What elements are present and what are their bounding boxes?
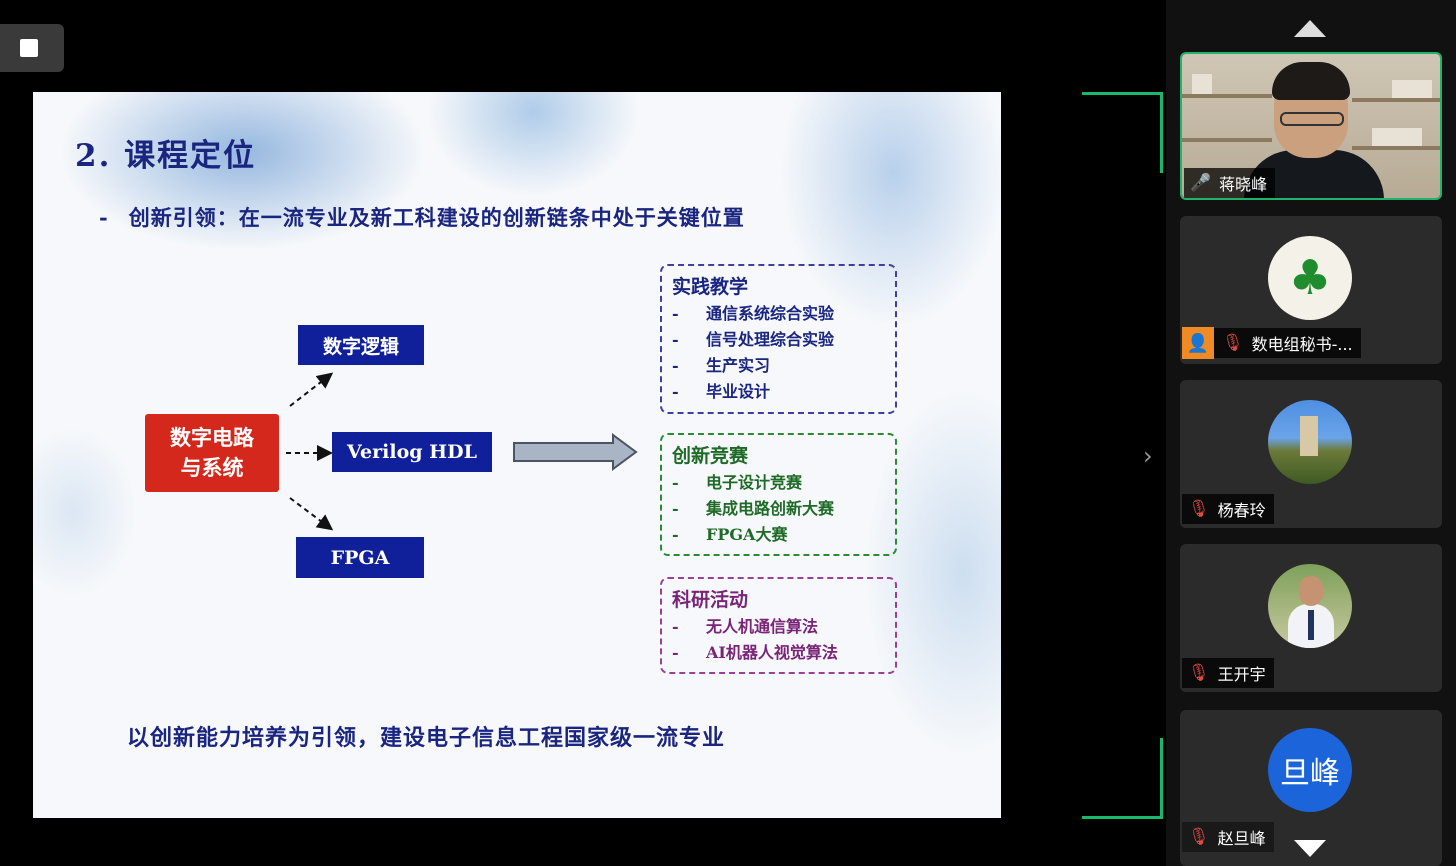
expand-chevron-icon[interactable]: › <box>1143 442 1153 470</box>
center-box: 数字电路 与系统 <box>145 414 279 492</box>
group-competition: 创新竞赛 -电子设计竞赛 -集成电路创新大赛 -FPGA大赛 <box>660 433 897 556</box>
diagram-arrows <box>286 372 638 531</box>
scroll-up-icon[interactable] <box>1294 20 1326 37</box>
group-title: 创新竞赛 <box>672 445 749 467</box>
participant-nametag: 🎙 赵旦峰 <box>1182 822 1274 852</box>
arrow-to-logic <box>289 372 334 407</box>
avatar <box>1268 400 1352 484</box>
participant-tile[interactable]: ♣ 👤 🎙 数电组秘书-... <box>1180 216 1442 364</box>
group-item: -集成电路创新大赛 <box>672 499 835 518</box>
stop-icon <box>20 39 38 57</box>
mic-icon: 🎤 <box>1190 173 1212 193</box>
box-verilog: Verilog HDL <box>332 432 492 472</box>
mic-muted-icon: 🎙 <box>1188 499 1210 519</box>
participant-nametag: 👤 🎙 数电组秘书-... <box>1182 327 1361 359</box>
group-title: 科研活动 <box>672 589 749 611</box>
group-item: -信号处理综合实验 <box>672 330 835 349</box>
participant-name: 王开宇 <box>1217 665 1266 684</box>
avatar: 旦峰 <box>1268 728 1352 812</box>
participant-tile[interactable]: 🎙 王开宇 <box>1180 544 1442 692</box>
avatar <box>1268 564 1352 648</box>
stop-share-button[interactable] <box>0 24 64 72</box>
participant-name: 蒋晓峰 <box>1219 175 1268 194</box>
mic-muted-icon: 🎙 <box>1188 827 1210 847</box>
user-icon: 👤 <box>1182 327 1214 359</box>
bullet-text: 创新引领：在一流专业及新工科建设的创新链条中处于关键位置 <box>128 205 745 230</box>
slide-title: 2. 课程定位 <box>75 138 257 174</box>
participant-tile[interactable]: 🎙 杨春玲 <box>1180 380 1442 528</box>
scroll-down-icon[interactable] <box>1294 840 1326 857</box>
box-fpga: FPGA <box>296 537 424 578</box>
mic-muted-icon: 🎙 <box>1222 333 1244 353</box>
participant-nametag: 🎙 杨春玲 <box>1182 494 1274 524</box>
group-item: -电子设计竞赛 <box>672 473 803 492</box>
group-item: -无人机通信算法 <box>672 617 819 636</box>
participant-nametag: 🎙 王开宇 <box>1182 658 1274 688</box>
group-item: -通信系统综合实验 <box>672 304 835 323</box>
group-practice: 实践教学 -通信系统综合实验 -信号处理综合实验 -生产实习 -毕业设计 <box>660 264 897 414</box>
shared-screen: 2. 课程定位 -创新引领：在一流专业及新工科建设的创新链条中处于关键位置 数字… <box>0 24 1163 819</box>
participant-sidebar: 🎤 蒋晓峰 ♣ 👤 🎙 数电组秘书-... 🎙 杨春玲 🎙 <box>1166 0 1456 866</box>
group-item: -生产实习 <box>672 356 771 375</box>
group-research: 科研活动 -无人机通信算法 -AI机器人视觉算法 <box>660 577 897 674</box>
arrow-to-fpga <box>289 497 334 531</box>
focus-bracket-top <box>1082 92 1163 173</box>
mic-muted-icon: 🎙 <box>1188 663 1210 683</box>
box-digital-logic: 数字逻辑 <box>298 325 424 365</box>
group-item: -毕业设计 <box>672 382 771 401</box>
participant-name: 赵旦峰 <box>1217 829 1266 848</box>
participant-tile[interactable]: 🎤 蒋晓峰 <box>1180 52 1442 200</box>
participant-name: 数电组秘书-... <box>1251 335 1353 354</box>
presentation-slide: 2. 课程定位 -创新引领：在一流专业及新工科建设的创新链条中处于关键位置 数字… <box>33 92 1001 818</box>
group-item: -FPGA大赛 <box>672 525 788 544</box>
group-title: 实践教学 <box>672 276 749 298</box>
focus-bracket-bottom <box>1082 738 1163 819</box>
clover-icon: ♣ <box>1288 250 1332 306</box>
participant-name: 杨春玲 <box>1217 501 1266 520</box>
group-item: -AI机器人视觉算法 <box>672 643 838 662</box>
big-arrow <box>513 433 638 471</box>
slide-bullet: -创新引领：在一流专业及新工科建设的创新链条中处于关键位置 <box>99 202 745 232</box>
avatar: ♣ <box>1268 236 1352 320</box>
participant-nametag: 🎤 蒋晓峰 <box>1184 168 1276 198</box>
bullet-dash: - <box>99 205 109 230</box>
slide-footer: 以创新能力培养为引领，建设电子信息工程国家级一流专业 <box>127 725 726 751</box>
